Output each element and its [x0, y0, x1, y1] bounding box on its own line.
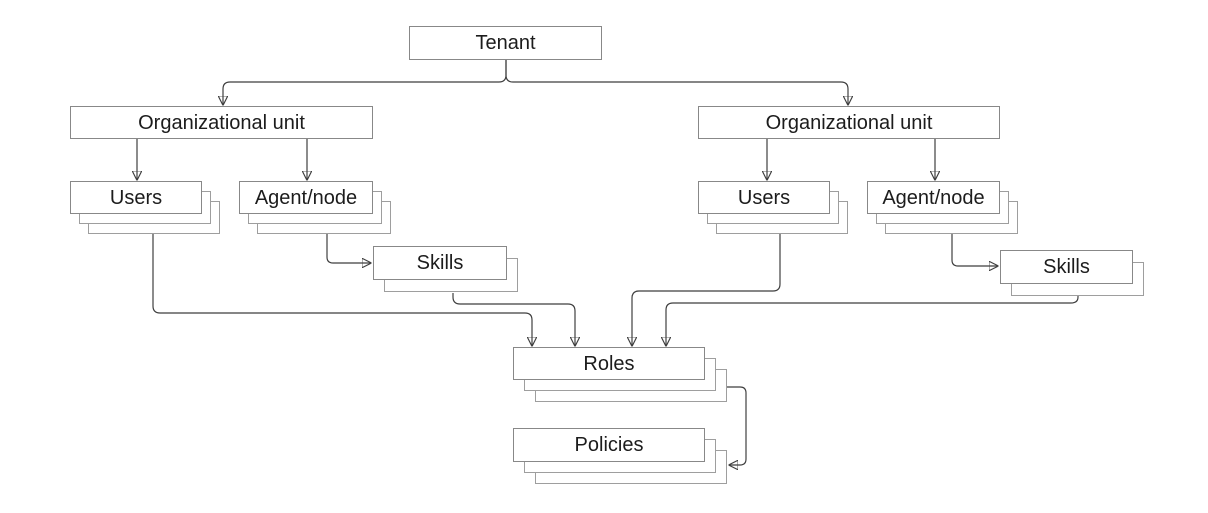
node-policies: Policies	[513, 428, 727, 484]
node-label: Agent/node	[882, 186, 985, 209]
node-tenant-box: Tenant	[409, 26, 602, 60]
node-label: Organizational unit	[765, 111, 933, 134]
node-ou-right-box: Organizational unit	[698, 106, 1000, 139]
node-agent-right-box: Agent/node	[867, 181, 1000, 214]
node-roles-box: Roles	[513, 347, 705, 380]
node-skills-left: Skills	[373, 246, 518, 292]
node-skills-left-box: Skills	[373, 246, 507, 280]
edge-tenant-ou-left	[223, 60, 507, 104]
node-agent-node-left: Agent/node	[239, 181, 391, 234]
node-roles: Roles	[513, 347, 727, 402]
node-organizational-unit-left: Organizational unit	[70, 106, 373, 139]
node-label: Skills	[1043, 256, 1090, 278]
node-label: Roles	[583, 352, 635, 375]
node-agent-node-right: Agent/node	[867, 181, 1018, 234]
node-users-left-box: Users	[70, 181, 202, 214]
edge-roles-policies	[727, 386, 747, 465]
node-users-right-box: Users	[698, 181, 830, 214]
edge-agent-left-skills-left	[326, 234, 370, 263]
edge-agent-right-skills-right	[951, 234, 997, 266]
node-skills-right: Skills	[1000, 250, 1144, 296]
edge-skills-left-roles	[452, 293, 575, 345]
node-label: Users	[109, 186, 163, 209]
node-label: Skills	[416, 252, 464, 274]
node-tenant: Tenant	[409, 26, 602, 60]
node-users-left: Users	[70, 181, 220, 234]
node-label: Policies	[574, 434, 644, 456]
node-label: Tenant	[475, 32, 536, 54]
node-label: Users	[737, 186, 791, 209]
edge-skills-right-roles	[666, 296, 1079, 345]
edge-users-right-roles	[632, 234, 781, 345]
node-skills-right-box: Skills	[1000, 250, 1133, 284]
node-label: Organizational unit	[138, 111, 305, 134]
node-policies-box: Policies	[513, 428, 705, 462]
edge-tenant-ou-right	[505, 60, 848, 104]
node-agent-left-box: Agent/node	[239, 181, 373, 214]
node-ou-left-box: Organizational unit	[70, 106, 373, 139]
node-label: Agent/node	[254, 186, 358, 209]
node-organizational-unit-right: Organizational unit	[698, 106, 1000, 139]
node-users-right: Users	[698, 181, 848, 234]
